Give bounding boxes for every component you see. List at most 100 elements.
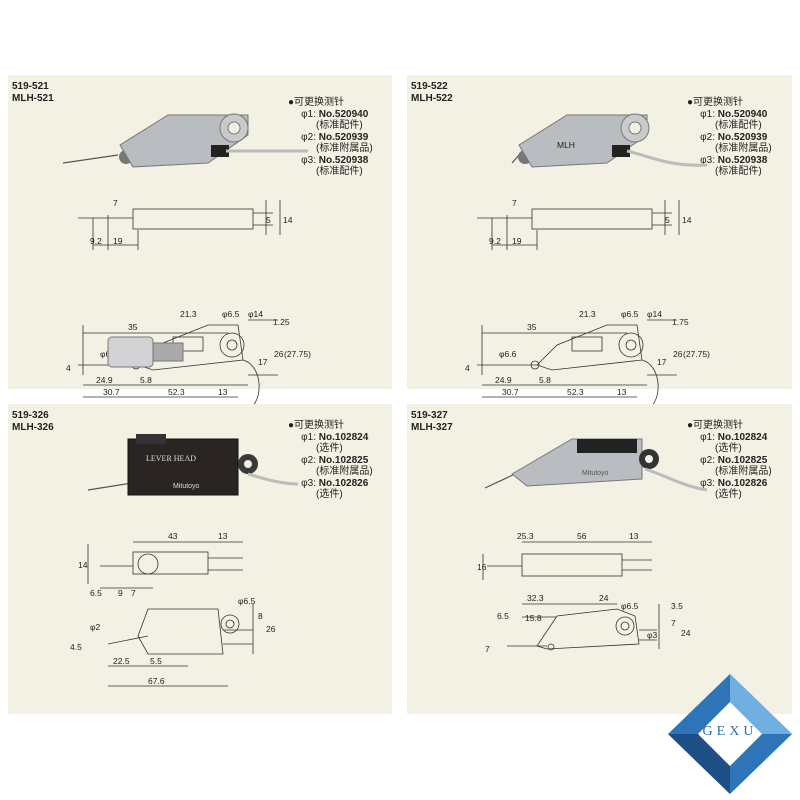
dim-35: 35 bbox=[128, 322, 138, 332]
dim-4-5: 4.5 bbox=[70, 642, 82, 652]
dim-24-9: 24.9 bbox=[96, 375, 113, 385]
dim-19: 19 bbox=[512, 236, 522, 246]
dim-24: 24 bbox=[599, 593, 609, 603]
stylus-note: (标准附属品) bbox=[715, 466, 772, 477]
dim-17: 17 bbox=[657, 357, 667, 367]
dim-9: 9 bbox=[118, 588, 123, 598]
stylus-list: ●可更换测针 φ1: No.520940 (标准配件) φ2: No.52093… bbox=[288, 97, 373, 178]
dim-15-8: 15.8 bbox=[525, 613, 542, 623]
side-view bbox=[507, 603, 660, 651]
dim-25-3: 25.3 bbox=[517, 531, 534, 541]
stylus-note: (标准配件) bbox=[715, 166, 762, 177]
gexu-logo: GEXU bbox=[666, 672, 794, 796]
connector-photo bbox=[107, 336, 184, 368]
dim-21-3: 21.3 bbox=[579, 309, 596, 319]
stylus-list: ●可更换测针 φ1: No.102824 (选件) φ2: No.102825 … bbox=[288, 420, 373, 501]
dim-7: 7 bbox=[512, 198, 517, 208]
stylus-note: (标准配件) bbox=[316, 166, 363, 177]
stylus-note: (选件) bbox=[316, 443, 343, 454]
panel-519-327: 519-327 MLH-327 ●可更换测针 φ1: No.102824 (选件… bbox=[407, 404, 792, 714]
side-view bbox=[477, 319, 677, 416]
stylus-list: ●可更换测针 φ1: No.102824 (选件) φ2: No.102825 … bbox=[687, 420, 772, 501]
dim-17: 17 bbox=[258, 357, 268, 367]
model-code: MLH-521 bbox=[12, 93, 54, 104]
dim-5-8: 5.8 bbox=[140, 375, 152, 385]
dim-phi-14: φ14 bbox=[248, 309, 263, 319]
dim-8: 8 bbox=[258, 611, 263, 621]
dim-27-75: (27.75) bbox=[683, 349, 710, 359]
dim-phi-2: φ2 bbox=[90, 622, 101, 632]
stylus-note: (标准配件) bbox=[316, 120, 363, 131]
dim-14: 14 bbox=[682, 215, 692, 225]
dim-4: 4 bbox=[465, 363, 470, 373]
dim-30-7: 30.7 bbox=[502, 387, 519, 397]
dim-5: 5 bbox=[266, 215, 271, 225]
stylus-item: φ3: No.102826 bbox=[301, 477, 369, 489]
dim-5: 5 bbox=[665, 215, 670, 225]
panel-519-522: 519-522 MLH-522 ●可更换测针 φ1: No.520940 (标准… bbox=[407, 75, 792, 416]
drawing-519-522: MLH 7 14 5 9.2 19 bbox=[465, 113, 710, 416]
dim-7: 7 bbox=[113, 198, 118, 208]
stylus-header: ●可更换测针 bbox=[687, 97, 744, 108]
stylus-item: φ1: No.102824 bbox=[301, 431, 369, 443]
dim-52-3: 52.3 bbox=[168, 387, 185, 397]
brand-label: Mitutoyo bbox=[173, 483, 200, 490]
dim-5-5: 5.5 bbox=[150, 656, 162, 666]
stylus-item: φ1: No.102824 bbox=[700, 431, 768, 443]
stylus-note: (选件) bbox=[316, 489, 343, 500]
panel-519-326: 519-326 MLH-326 ●可更换测针 φ1: No.102824 (选件… bbox=[8, 404, 392, 714]
dim-43: 43 bbox=[168, 531, 178, 541]
product-photo: LEVER HEAD Mitutoyo bbox=[87, 434, 299, 496]
dim-3-5: 3.5 bbox=[671, 601, 683, 611]
stylus-header: ●可更换测针 bbox=[288, 420, 345, 431]
stylus-item: φ3: No.520938 bbox=[700, 154, 768, 166]
stylus-item: φ1: No.520940 bbox=[301, 108, 369, 120]
dim-19: 19 bbox=[113, 236, 123, 246]
dim-7-left: 7 bbox=[485, 644, 490, 654]
dim-32-3: 32.3 bbox=[527, 593, 544, 603]
model-code: MLH-326 bbox=[12, 422, 54, 433]
stylus-note: (标准附属品) bbox=[316, 143, 373, 154]
dim-1-75: 1.75 bbox=[672, 317, 689, 327]
dim-16: 16 bbox=[477, 562, 487, 572]
body-label: MLH bbox=[557, 140, 575, 150]
dim-14: 14 bbox=[283, 215, 293, 225]
dim-24-height: 24 bbox=[681, 628, 691, 638]
dim-phi-6-5: φ6.5 bbox=[222, 309, 240, 319]
dim-6-5: 6.5 bbox=[90, 588, 102, 598]
dim-phi-3: φ3 bbox=[647, 630, 658, 640]
model-label: 519-326 MLH-326 bbox=[12, 410, 54, 434]
top-view bbox=[87, 541, 243, 589]
model-number: 519-521 bbox=[12, 81, 49, 92]
panel-519-521: 519-521 MLH-521 ●可更换测针 φ1: No.520940 (标准… bbox=[8, 75, 392, 416]
dim-13: 13 bbox=[218, 387, 228, 397]
top-view bbox=[482, 541, 652, 580]
stylus-item: φ1: No.520940 bbox=[700, 108, 768, 120]
product-photo: MLH bbox=[511, 113, 708, 168]
dim-26: 26 bbox=[266, 624, 276, 634]
body-label: LEVER HEAD bbox=[146, 454, 196, 463]
dim-27-75: (27.75) bbox=[284, 349, 311, 359]
stylus-item: φ2: No.102825 bbox=[700, 454, 768, 466]
stylus-note: (标准附属品) bbox=[316, 466, 373, 477]
brand-label: Mitutoyo bbox=[582, 470, 609, 477]
model-code: MLH-327 bbox=[411, 422, 453, 433]
dim-35: 35 bbox=[527, 322, 537, 332]
stylus-header: ●可更换测针 bbox=[288, 97, 345, 108]
dim-52-3: 52.3 bbox=[567, 387, 584, 397]
logo-text: GEXU bbox=[702, 724, 758, 739]
dim-56: 56 bbox=[577, 531, 587, 541]
dim-14: 14 bbox=[78, 560, 88, 570]
dim-phi-6-6: φ6.6 bbox=[499, 349, 517, 359]
stylus-list: ●可更换测针 φ1: No.520940 (标准配件) φ2: No.52093… bbox=[687, 97, 772, 178]
model-number: 519-326 bbox=[12, 410, 49, 421]
dim-67-6: 67.6 bbox=[148, 676, 165, 686]
side-view bbox=[78, 319, 278, 416]
dim-9-2: 9.2 bbox=[489, 236, 501, 246]
dim-4: 4 bbox=[66, 363, 71, 373]
dim-30-7: 30.7 bbox=[103, 387, 120, 397]
dim-26: 26 bbox=[673, 349, 683, 359]
dim-7: 7 bbox=[131, 588, 136, 598]
stylus-header: ●可更换测针 bbox=[687, 420, 744, 431]
model-label: 519-521 MLH-521 bbox=[12, 81, 54, 105]
